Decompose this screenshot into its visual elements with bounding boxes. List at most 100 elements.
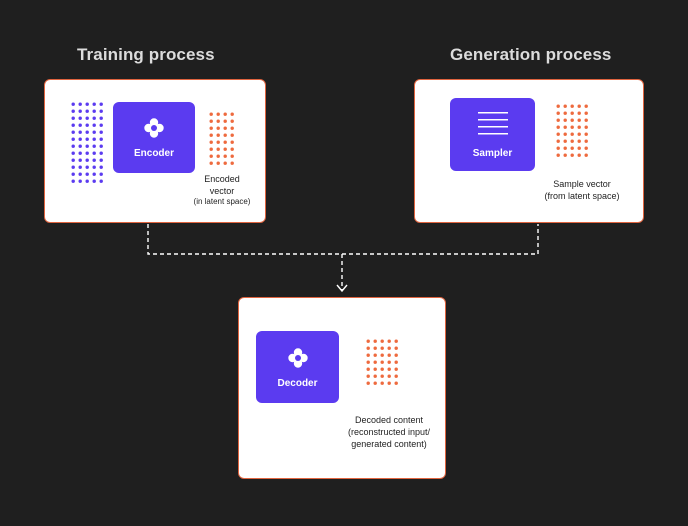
dot [92, 109, 96, 113]
dot [380, 367, 384, 371]
dot [366, 346, 370, 350]
dot [99, 137, 103, 141]
dot [577, 146, 581, 150]
dot [387, 381, 391, 385]
dot [223, 112, 227, 116]
dot [71, 151, 75, 155]
dot [373, 339, 377, 343]
encoded-vector-line3: (in latent space) [193, 197, 251, 207]
dot [230, 126, 234, 130]
dot [209, 161, 213, 165]
dot [563, 146, 567, 150]
sample-vector-dots [556, 104, 588, 162]
dot [92, 130, 96, 134]
dot [209, 112, 213, 116]
dot [373, 360, 377, 364]
dot [92, 172, 96, 176]
dot [209, 154, 213, 158]
dot [387, 346, 391, 350]
dot [563, 139, 567, 143]
decoded-content-caption: Decoded content (reconstructed input/ ge… [333, 414, 445, 450]
dot [71, 158, 75, 162]
dot [373, 353, 377, 357]
dot [99, 158, 103, 162]
dot [563, 104, 567, 108]
dot [230, 112, 234, 116]
dot [209, 126, 213, 130]
dot [380, 353, 384, 357]
dot [71, 144, 75, 148]
dot [563, 125, 567, 129]
dot [209, 119, 213, 123]
dot [71, 123, 75, 127]
dot [366, 367, 370, 371]
dot [85, 158, 89, 162]
dot [71, 165, 75, 169]
dot [78, 165, 82, 169]
dot-grid [71, 102, 103, 183]
dot [99, 116, 103, 120]
encoder-label: Encoder [133, 148, 174, 159]
dot [209, 140, 213, 144]
dot [99, 130, 103, 134]
dot [92, 137, 96, 141]
dot [366, 360, 370, 364]
dot [577, 104, 581, 108]
dot [230, 133, 234, 137]
dot [85, 116, 89, 120]
dot-grid [556, 104, 588, 157]
dot [570, 118, 574, 122]
dot [99, 144, 103, 148]
dot [92, 144, 96, 148]
dot [570, 111, 574, 115]
dot [99, 165, 103, 169]
dot [78, 130, 82, 134]
dot [394, 360, 398, 364]
dot [92, 102, 96, 106]
dot [570, 153, 574, 157]
sampler-label: Sampler [472, 148, 513, 159]
dot [209, 133, 213, 137]
dot [92, 165, 96, 169]
dot [556, 104, 560, 108]
dot [71, 109, 75, 113]
encoded-vector-line1: Encoded [204, 174, 240, 184]
dot [394, 346, 398, 350]
dot [85, 151, 89, 155]
dot [223, 147, 227, 151]
encoded-vector-caption: Encoded vector (in latent space) [177, 173, 267, 208]
dot [216, 119, 220, 123]
dot [584, 111, 588, 115]
dot [92, 116, 96, 120]
dot [92, 179, 96, 183]
dot [394, 339, 398, 343]
dot [78, 109, 82, 113]
dot [373, 374, 377, 378]
dot [570, 104, 574, 108]
dot [78, 151, 82, 155]
dot [584, 125, 588, 129]
dot [380, 374, 384, 378]
dot [387, 367, 391, 371]
dot [223, 140, 227, 144]
dot [71, 137, 75, 141]
encoded-vector-dots [209, 112, 234, 170]
dot [92, 158, 96, 162]
dot [394, 367, 398, 371]
dot [216, 126, 220, 130]
dot [584, 132, 588, 136]
dot [78, 158, 82, 162]
dot [223, 119, 227, 123]
dot [99, 109, 103, 113]
dot [366, 381, 370, 385]
dot [577, 132, 581, 136]
dot [394, 381, 398, 385]
dot [223, 133, 227, 137]
dot [584, 104, 588, 108]
encoder-block: Encoder [113, 102, 195, 173]
dot [584, 118, 588, 122]
dot [78, 116, 82, 120]
dot [380, 346, 384, 350]
dot [78, 144, 82, 148]
